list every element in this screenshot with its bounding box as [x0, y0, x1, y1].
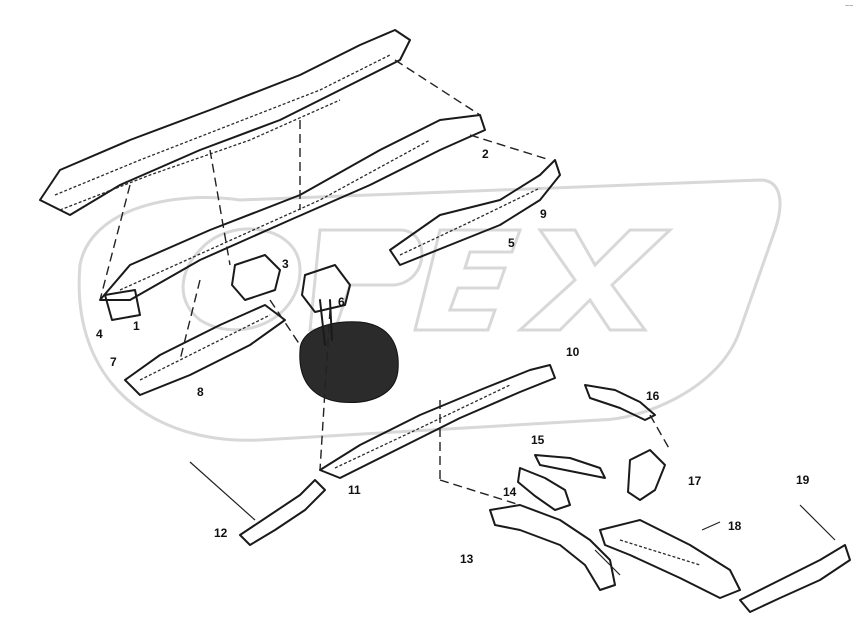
part-15-outline — [534, 454, 606, 479]
part-upper-beam — [99, 114, 486, 301]
callout-15: 15 — [531, 433, 545, 447]
part-12 — [189, 461, 326, 546]
lower-center-beam-outline — [319, 364, 556, 479]
bracket-3 — [231, 254, 281, 301]
part-14-outline — [517, 467, 571, 511]
callout-1: 1 — [133, 319, 140, 333]
upper-beam-detail — [119, 139, 431, 291]
watermark-letter-p — [308, 228, 424, 332]
leader-d — [394, 59, 481, 116]
leader-a — [99, 184, 131, 301]
callout-14: 14 — [503, 485, 517, 499]
bracket-4 — [104, 289, 141, 321]
callout-3: 3 — [282, 257, 289, 271]
callout-13: 13 — [460, 552, 474, 566]
part-dashboard-beam — [39, 29, 411, 216]
callout-9: 9 — [540, 207, 547, 221]
callout-12: 12 — [214, 526, 228, 540]
part-lower-left-beam — [124, 304, 286, 396]
callout-5: 5 — [508, 236, 515, 250]
bracket-6 — [301, 264, 351, 313]
part-19 — [739, 544, 851, 613]
part-central-assembly — [299, 299, 399, 404]
watermark-letter-x — [516, 228, 674, 332]
watermark-letter-e — [413, 228, 523, 332]
callout-11: 11 — [348, 483, 361, 497]
part-19-outline — [739, 544, 851, 613]
leader-lines — [99, 59, 836, 576]
watermark-outline — [77, 178, 782, 442]
watermark — [77, 178, 782, 442]
callout-17: 17 — [688, 474, 702, 488]
part-right-crossmember — [389, 159, 561, 266]
part-17-outline — [627, 449, 666, 501]
right-crossmember-outline — [389, 159, 561, 266]
central-assembly-body — [299, 321, 399, 404]
leader-b — [209, 149, 231, 266]
callout-19: 19 — [796, 473, 810, 487]
part-13-outline — [489, 504, 616, 591]
callout-labels: 1 2 3 4 5 6 7 8 9 10 11 12 13 14 15 16 1… — [96, 147, 810, 566]
part-lower-center-beam — [319, 364, 556, 479]
dashboard-beam-detail — [54, 54, 391, 196]
corner-mark: ~~ — [845, 3, 853, 10]
part-18-outline — [599, 519, 741, 599]
part-16-outline — [584, 384, 656, 421]
part-18-detail — [619, 539, 701, 566]
part-18 — [599, 519, 741, 599]
leader-n — [701, 521, 721, 531]
lower-left-beam-detail — [139, 314, 271, 381]
callout-18: 18 — [728, 519, 742, 533]
dashboard-beam-detail-2 — [59, 99, 341, 211]
callout-4: 4 — [96, 327, 103, 341]
leader-l — [594, 549, 621, 576]
callout-8: 8 — [197, 385, 204, 399]
part-brackets — [104, 254, 351, 321]
central-assembly-mount — [319, 299, 333, 346]
lower-center-beam-detail — [334, 384, 511, 469]
upper-beam-outline — [99, 114, 486, 301]
leader-i — [649, 414, 671, 451]
callout-16: 16 — [646, 389, 660, 403]
callout-2: 2 — [482, 147, 489, 161]
dashboard-beam-outline — [39, 29, 411, 216]
callout-6: 6 — [338, 295, 345, 309]
part-13 — [489, 504, 616, 591]
leader-k — [269, 299, 301, 346]
part-small-brackets — [517, 384, 666, 511]
part-12-rod — [189, 461, 256, 521]
right-crossmember-detail — [399, 187, 541, 256]
part-12-outline — [239, 479, 326, 546]
callout-7: 7 — [110, 355, 117, 369]
lower-left-beam-outline — [124, 304, 286, 396]
leader-f — [319, 309, 331, 471]
leader-m — [799, 504, 836, 541]
callout-10: 10 — [566, 345, 580, 359]
